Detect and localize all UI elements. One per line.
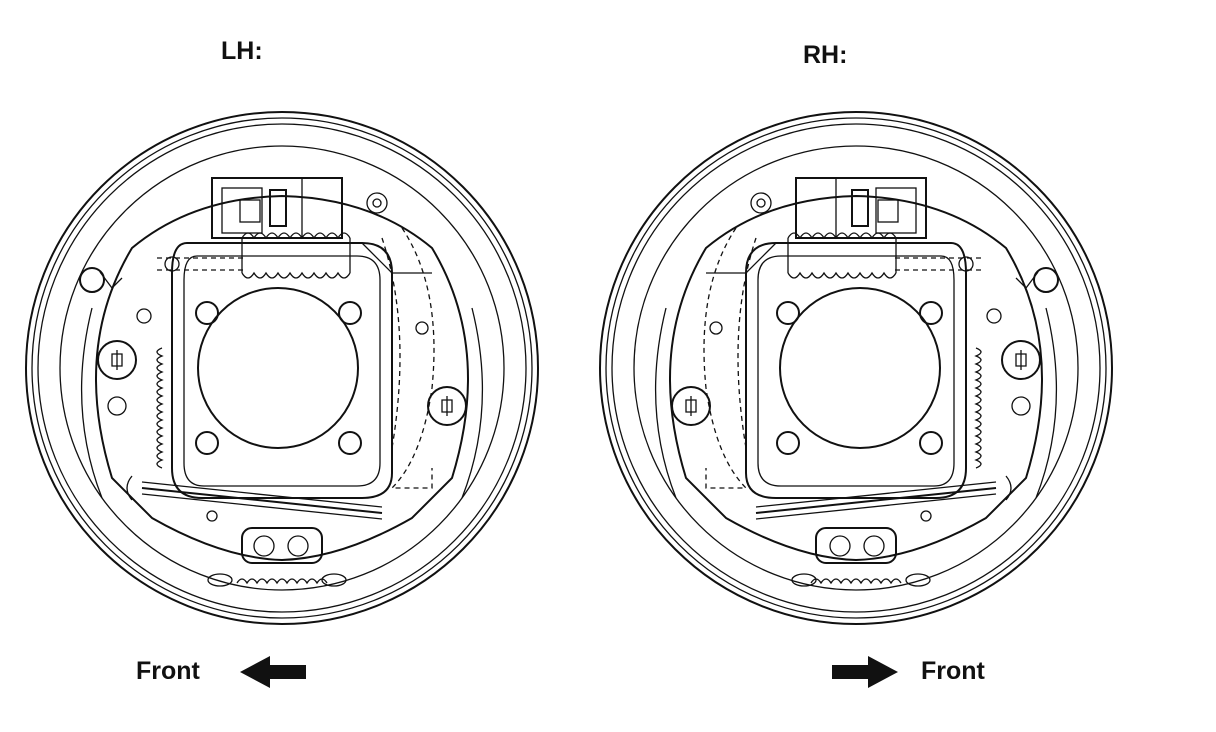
lh-title: LH: — [221, 37, 263, 65]
lh-front-arrow-icon — [240, 656, 306, 688]
rh-front-arrow-icon — [832, 656, 898, 688]
lh-front-label: Front — [136, 657, 200, 685]
rh-front-label: Front — [921, 657, 985, 685]
rh-title: RH: — [803, 41, 848, 69]
lh-brake-assembly — [25, 111, 539, 625]
rh-brake-assembly — [599, 111, 1113, 625]
